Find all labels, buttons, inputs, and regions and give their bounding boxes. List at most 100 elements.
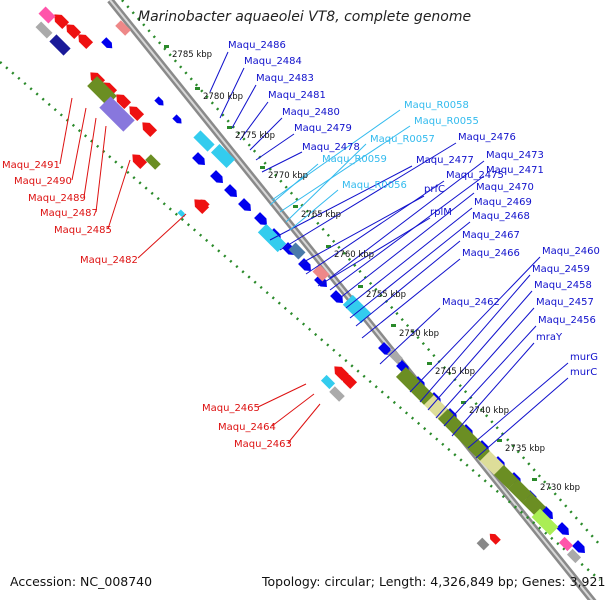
scale-ticks bbox=[164, 45, 537, 481]
scale-tick bbox=[293, 205, 298, 208]
gene-features bbox=[35, 6, 585, 564]
gene-arrow bbox=[556, 522, 569, 535]
gene-block bbox=[437, 408, 463, 434]
gene-label: Maqu_2465 bbox=[202, 403, 260, 414]
length-label: Length: bbox=[378, 574, 427, 589]
leader-line bbox=[209, 51, 229, 93]
gene-label: prfC bbox=[424, 184, 445, 195]
gene-label: Maqu_2480 bbox=[282, 107, 340, 118]
leader-line bbox=[305, 180, 445, 275]
scale-label: 2770 kbp bbox=[268, 171, 308, 181]
gene-label: murG bbox=[570, 352, 598, 363]
gene-block bbox=[320, 374, 336, 390]
leader-line bbox=[329, 160, 485, 279]
gene-block bbox=[409, 380, 435, 406]
gene-block bbox=[35, 21, 53, 39]
gene-arrow bbox=[224, 184, 237, 197]
scale-tick bbox=[326, 245, 331, 248]
gene-block bbox=[476, 537, 490, 551]
scale-label: 2750 kbp bbox=[399, 329, 439, 339]
leader-line bbox=[451, 342, 535, 437]
gene-block bbox=[193, 130, 215, 152]
gene-arrow bbox=[101, 37, 113, 49]
gene-label: Maqu_R0055 bbox=[414, 116, 479, 127]
scale-label: 2735 kbp bbox=[505, 444, 545, 454]
scale-tick bbox=[427, 362, 432, 365]
gene-label: Maqu_2464 bbox=[218, 422, 276, 433]
gene-block bbox=[210, 143, 236, 169]
scale-tick bbox=[391, 324, 396, 327]
scale-label: 2745 kbp bbox=[435, 367, 475, 377]
leader-line bbox=[257, 383, 307, 408]
gene-block bbox=[507, 478, 533, 504]
gene-arrow bbox=[142, 122, 158, 138]
gene-block bbox=[257, 223, 287, 253]
leader-line bbox=[467, 362, 569, 449]
gene-arrow bbox=[200, 199, 210, 209]
gene-block bbox=[531, 508, 559, 536]
gene-label: Maqu_2473 bbox=[486, 150, 544, 161]
gene-label: Maqu_R0058 bbox=[404, 100, 469, 111]
gene-block bbox=[465, 436, 491, 462]
gene-block bbox=[423, 394, 449, 420]
leader-line bbox=[71, 107, 87, 181]
gene-label: Maqu_2468 bbox=[472, 211, 530, 222]
length-value: 4,326,849 bp bbox=[430, 574, 514, 589]
gene-label: Maqu_2470 bbox=[476, 182, 534, 193]
gene-block bbox=[115, 20, 131, 36]
scale-label: 2755 kbp bbox=[366, 290, 406, 300]
gene-label: Maqu_2460 bbox=[542, 246, 600, 257]
leader-line bbox=[345, 207, 473, 309]
gene-labels: Maqu_2486Maqu_2484Maqu_2483Maqu_2481Maqu… bbox=[2, 40, 600, 450]
gene-block bbox=[38, 6, 56, 24]
gene-label: Maqu_2491 bbox=[2, 160, 60, 171]
gene-arrow bbox=[177, 209, 185, 217]
leader-line bbox=[287, 403, 321, 444]
leader-line bbox=[299, 195, 425, 265]
leader-line bbox=[271, 393, 315, 427]
label-leader-lines bbox=[59, 51, 569, 459]
scale-label: 2775 kbp bbox=[235, 131, 275, 141]
leader-line bbox=[427, 290, 533, 411]
scale-label: 2730 kbp bbox=[540, 483, 580, 493]
gene-block bbox=[99, 96, 135, 132]
leader-line bbox=[59, 97, 73, 165]
scale-tick bbox=[461, 401, 466, 404]
gene-label: Maqu_2475 bbox=[446, 170, 504, 181]
gene-arrow bbox=[314, 274, 327, 287]
gene-arrow bbox=[378, 342, 391, 355]
gene-arrow bbox=[129, 106, 145, 122]
gene-label: Maqu_2471 bbox=[486, 165, 544, 176]
leader-line bbox=[95, 125, 107, 213]
scale-tick bbox=[532, 478, 537, 481]
leader-line bbox=[329, 175, 485, 291]
leader-line bbox=[475, 377, 569, 459]
gene-block bbox=[312, 264, 330, 282]
genome-summary: Topology: circular; Length: 4,326,849 bp… bbox=[262, 574, 605, 589]
gene-label: Maqu_2458 bbox=[534, 280, 592, 291]
leader-line bbox=[443, 325, 537, 427]
scale-label: 2785 kbp bbox=[172, 50, 212, 60]
scale-tick bbox=[358, 285, 363, 288]
gene-arrow bbox=[192, 152, 205, 165]
scale-tick bbox=[260, 166, 265, 169]
leader-line bbox=[355, 240, 461, 327]
gene-label: Maqu_2485 bbox=[54, 225, 112, 236]
leader-line bbox=[269, 163, 319, 206]
scale-tick bbox=[497, 439, 502, 442]
leader-line bbox=[361, 258, 461, 339]
leader-line bbox=[349, 221, 471, 319]
leader-line bbox=[137, 213, 187, 259]
gene-label: Maqu_R0056 bbox=[342, 180, 407, 191]
leader-line bbox=[409, 256, 541, 393]
gene-label: Maqu_2490 bbox=[14, 176, 72, 187]
scale-tick bbox=[227, 126, 232, 129]
leader-line bbox=[255, 133, 295, 161]
gene-label: Maqu_2467 bbox=[462, 230, 520, 241]
gene-arrow bbox=[330, 290, 343, 303]
gene-label: mraY bbox=[536, 332, 563, 343]
gene-label: Maqu_2463 bbox=[234, 439, 292, 450]
gene-arrow bbox=[154, 96, 164, 106]
gene-arrow bbox=[572, 540, 585, 553]
